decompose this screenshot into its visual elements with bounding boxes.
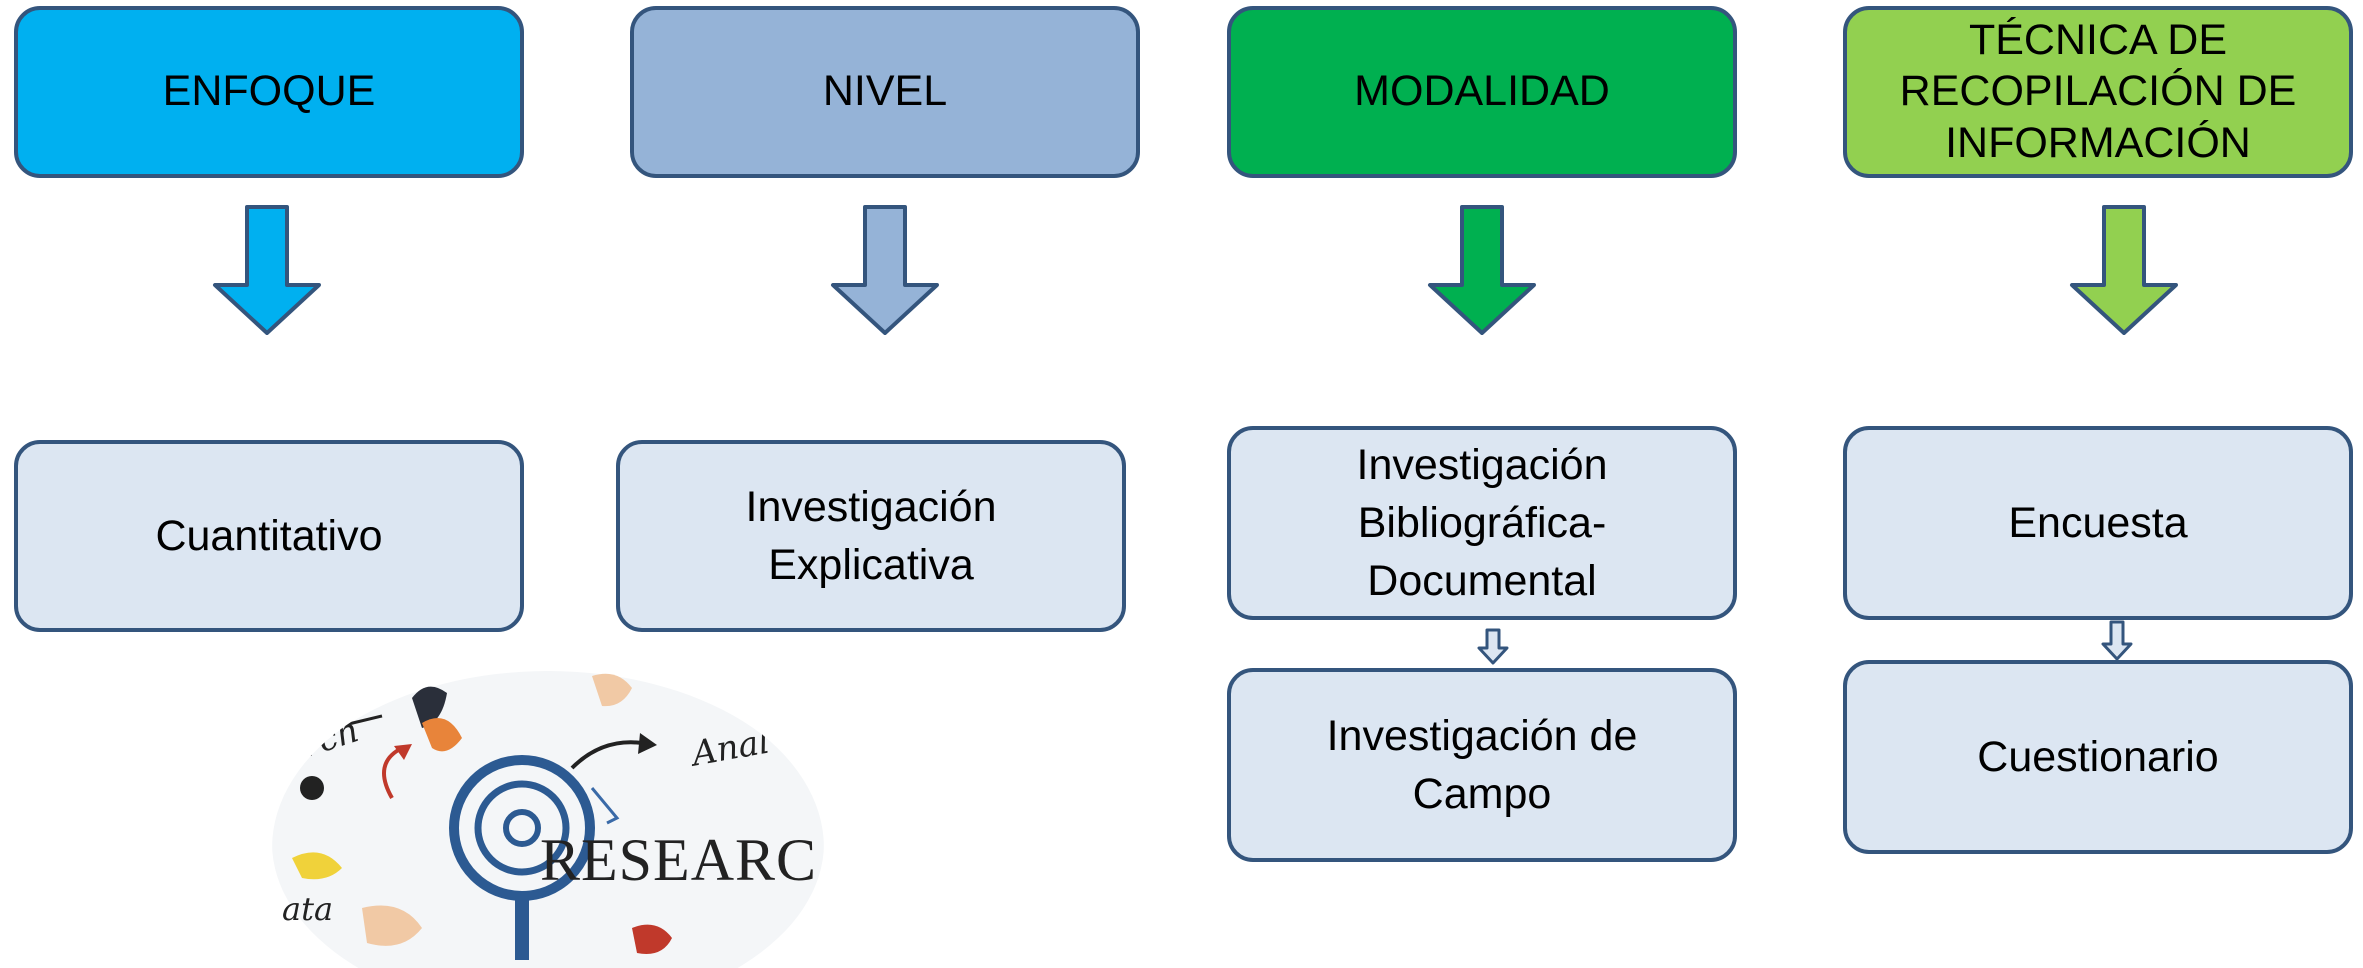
arrow-down-icon (2070, 205, 2178, 335)
header-nivel: NIVEL (630, 6, 1140, 178)
item-investigacion-bibliografica-label: Investigación Bibliográfica- Documental (1356, 440, 1608, 606)
item-investigacion-de-campo-label: Investigación de Campo (1326, 711, 1638, 818)
item-encuesta: Encuesta (1843, 426, 2353, 620)
item-cuantitativo-label: Cuantitativo (155, 511, 383, 560)
header-modalidad-label: MODALIDAD (1354, 67, 1610, 116)
header-tecnica-label: TÉCNICA DE RECOPILACIÓN DE INFORMACIÓN (1899, 15, 2297, 167)
research-word-ata: ata (282, 890, 334, 928)
item-investigacion-explicativa: Investigación Explicativa (616, 440, 1126, 632)
research-magnifier-icon (272, 671, 824, 968)
item-investigacion-de-campo: Investigación de Campo (1227, 668, 1737, 862)
header-nivel-label: NIVEL (822, 67, 948, 116)
header-tecnica: TÉCNICA DE RECOPILACIÓN DE INFORMACIÓN (1843, 6, 2353, 178)
header-enfoque-label: ENFOQUE (162, 67, 376, 116)
research-image: RESEARC rch Anal ata (272, 668, 824, 968)
item-cuantitativo: Cuantitativo (14, 440, 524, 632)
item-investigacion-bibliografica: Investigación Bibliográfica- Documental (1227, 426, 1737, 620)
small-arrow-down-icon (2101, 620, 2133, 661)
item-cuestionario-label: Cuestionario (1977, 732, 2219, 781)
header-enfoque: ENFOQUE (14, 6, 524, 178)
research-label: RESEARC (540, 827, 818, 893)
item-cuestionario: Cuestionario (1843, 660, 2353, 854)
arrow-down-icon (831, 205, 939, 335)
arrow-down-icon (213, 205, 321, 335)
item-encuesta-label: Encuesta (2008, 498, 2188, 547)
header-modalidad: MODALIDAD (1227, 6, 1737, 178)
arrow-down-icon (1428, 205, 1536, 335)
item-investigacion-explicativa-label: Investigación Explicativa (745, 482, 997, 589)
small-arrow-down-icon (1477, 628, 1509, 665)
